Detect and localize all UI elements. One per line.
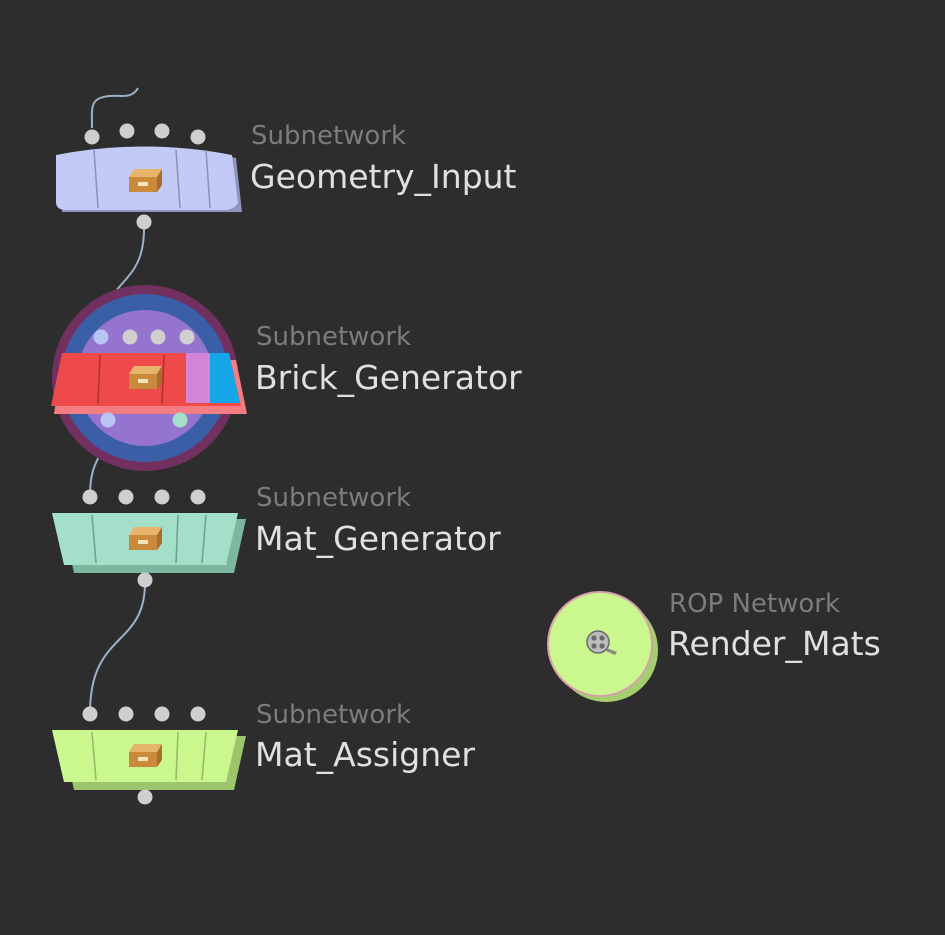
input-connectors[interactable] bbox=[82, 706, 206, 722]
node-geometry-input[interactable] bbox=[56, 123, 242, 230]
node-brick-generator[interactable] bbox=[51, 285, 247, 471]
wire-mat-generator-to-assigner[interactable] bbox=[89, 580, 147, 714]
output-connector[interactable] bbox=[137, 789, 153, 805]
input-connectors[interactable] bbox=[84, 123, 206, 145]
node-type-label: Subnetwork bbox=[251, 121, 407, 151]
film-reel-icon bbox=[586, 630, 617, 655]
node-mat-assigner[interactable] bbox=[52, 706, 246, 805]
node-type-label: Subnetwork bbox=[256, 483, 412, 513]
node-render-mats[interactable] bbox=[547, 591, 658, 702]
output-connectors[interactable] bbox=[100, 412, 188, 428]
subnet-box-icon bbox=[129, 527, 162, 550]
input-connectors[interactable] bbox=[82, 489, 206, 505]
node-mat-generator[interactable] bbox=[52, 489, 246, 588]
node-name-label[interactable]: Brick_Generator bbox=[255, 358, 522, 397]
node-type-label: ROP Network bbox=[669, 589, 841, 619]
wire-input[interactable] bbox=[90, 87, 139, 129]
output-connector[interactable] bbox=[137, 572, 153, 588]
node-type-label: Subnetwork bbox=[256, 322, 412, 352]
subnet-box-icon bbox=[129, 169, 162, 192]
node-name-label[interactable]: Geometry_Input bbox=[250, 157, 517, 196]
output-connector[interactable] bbox=[136, 214, 152, 230]
node-name-label[interactable]: Mat_Generator bbox=[255, 519, 501, 558]
subnet-box-icon bbox=[129, 744, 162, 767]
node-name-label[interactable]: Mat_Assigner bbox=[255, 735, 475, 774]
input-connectors[interactable] bbox=[93, 329, 195, 345]
node-type-label: Subnetwork bbox=[256, 700, 412, 730]
subnet-box-icon bbox=[129, 366, 162, 389]
node-name-label[interactable]: Render_Mats bbox=[668, 624, 881, 663]
